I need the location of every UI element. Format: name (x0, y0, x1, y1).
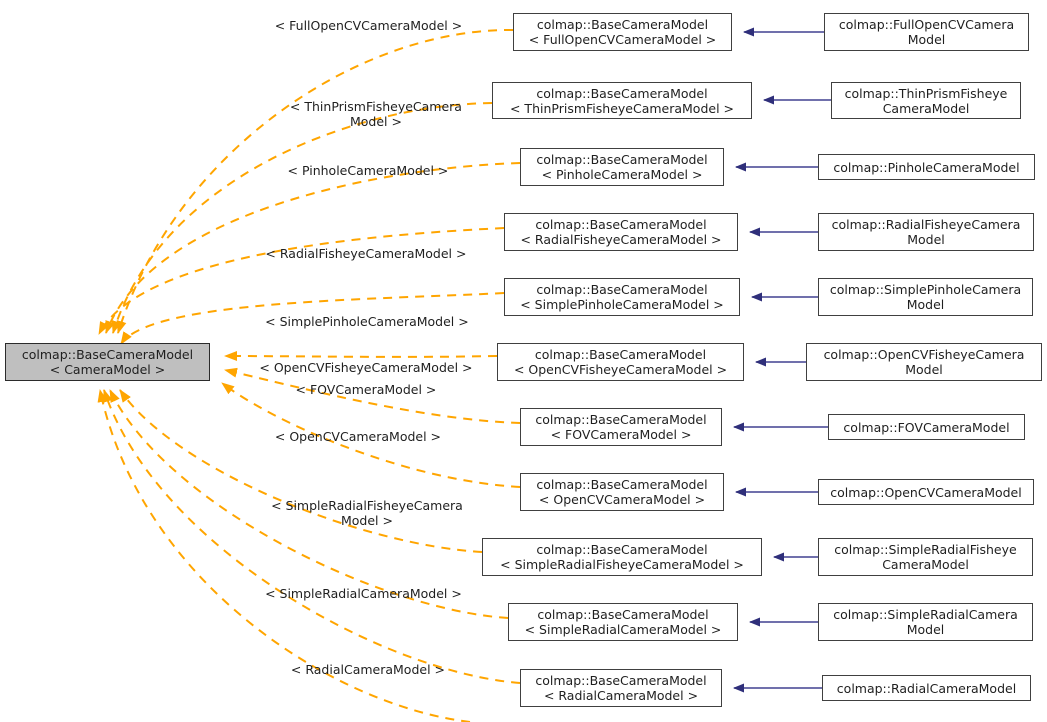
node-line-1: colmap::OpenCVFisheyeCamera (823, 347, 1025, 362)
node-line-1: colmap::BaseCameraModel (21, 347, 194, 362)
edge-label-line-1: < SimplePinholeCameraModel > (265, 314, 469, 329)
node-thinprismfisheyecameramodel[interactable]: colmap::ThinPrismFisheye CameraModel (831, 82, 1021, 119)
edge-label-opencvcameramodel: < OpenCVCameraModel > (230, 414, 470, 459)
node-line-1: colmap::BaseCameraModel (535, 217, 707, 232)
node-line-1: colmap::SimplePinholeCamera (829, 282, 1022, 297)
edge-label-line-2: Model > (349, 114, 402, 129)
edge-label-line-1: < PinholeCameraModel > (287, 163, 449, 178)
node-fovcameramodel[interactable]: colmap::FOVCameraModel (828, 414, 1025, 440)
node-line-2: < OpenCVFisheyeCameraModel > (513, 362, 728, 377)
edge-label-line-2: Model > (340, 513, 393, 528)
node-line-1: colmap::BaseCameraModel (536, 152, 708, 167)
node-line-1: colmap::PinholeCameraModel (833, 159, 1020, 175)
node-line-2: < RadialCameraModel > (543, 688, 699, 703)
node-line-2: < OpenCVCameraModel > (538, 492, 706, 507)
node-line-2: < SimpleRadialFisheyeCameraModel > (500, 557, 744, 572)
node-line-2: CameraModel (882, 100, 970, 116)
edge-label-radialfisheyecameramodel: < RadialFisheyeCameraModel > (228, 231, 488, 276)
node-base-fov[interactable]: colmap::BaseCameraModel < FOVCameraModel… (520, 408, 722, 446)
node-pinholecameramodel[interactable]: colmap::PinholeCameraModel (818, 154, 1035, 180)
edge-label-simpleradialfisheyecameramodel: < SimpleRadialFisheyeCamera Model > (228, 483, 490, 543)
node-line-1: colmap::BaseCameraModel (535, 412, 707, 427)
edge-label-radialcameramodel: < RadialCameraModel > (240, 647, 480, 692)
node-opencvcameramodel[interactable]: colmap::OpenCVCameraModel (818, 479, 1034, 505)
edge-label-fullopencvcameramodel: < FullOpenCVCameraModel > (243, 3, 478, 48)
node-line-1: colmap::RadialFisheyeCamera (831, 217, 1021, 232)
node-simplepinholecameramodel[interactable]: colmap::SimplePinholeCamera Model (818, 278, 1033, 316)
node-line-1: colmap::BaseCameraModel (536, 542, 708, 557)
node-line-1: colmap::BaseCameraModel (534, 347, 707, 362)
node-base-fullopencv[interactable]: colmap::BaseCameraModel < FullOpenCVCame… (513, 13, 732, 51)
node-base-simplepinhole[interactable]: colmap::BaseCameraModel < SimplePinholeC… (504, 278, 740, 316)
node-base-pinhole[interactable]: colmap::BaseCameraModel < PinholeCameraM… (520, 148, 724, 186)
node-line-2: < FullOpenCVCameraModel > (528, 32, 717, 47)
edge-label-line-1: < RadialCameraModel > (290, 662, 445, 677)
node-line-2: Model (907, 232, 945, 247)
node-line-1: colmap::BaseCameraModel (535, 673, 707, 688)
node-line-2: < FOVCameraModel > (550, 427, 692, 442)
node-root-base-camera-model[interactable]: colmap::BaseCameraModel < CameraModel > (5, 343, 210, 381)
edge-label-fovcameramodel: < FOVCameraModel > (228, 367, 488, 412)
node-base-opencv[interactable]: colmap::BaseCameraModel < OpenCVCameraMo… (520, 473, 724, 511)
node-line-1: colmap::FOVCameraModel (843, 419, 1010, 435)
edge-label-simplepinholecameramodel: < SimplePinholeCameraModel > (228, 299, 490, 344)
node-base-simpleradial[interactable]: colmap::BaseCameraModel < SimpleRadialCa… (508, 603, 738, 641)
edge-label-thinprismfisheyecameramodel: < ThinPrismFisheyeCamera Model > (248, 84, 488, 144)
node-line-2: < SimpleRadialCameraModel > (524, 622, 722, 637)
node-line-1: colmap::ThinPrismFisheye (844, 85, 1008, 101)
node-line-2: < RadialFisheyeCameraModel > (520, 232, 722, 247)
node-line-1: colmap::SimpleRadialCamera (833, 607, 1018, 622)
node-line-2: Model (906, 297, 945, 312)
node-line-1: colmap::FullOpenCVCamera (838, 17, 1015, 32)
node-base-thinprismfisheye[interactable]: colmap::BaseCameraModel < ThinPrismFishe… (492, 82, 752, 119)
node-line-1: colmap::OpenCVCameraModel (830, 484, 1022, 500)
node-line-2: CameraModel (882, 557, 969, 572)
node-line-1: colmap::RadialCameraModel (836, 680, 1017, 696)
node-line-1: colmap::BaseCameraModel (537, 607, 709, 622)
edge-label-line-1: < SimpleRadialFisheyeCamera (271, 498, 463, 513)
edge-label-line-1: < ThinPrismFisheyeCamera (289, 99, 462, 114)
node-base-radial[interactable]: colmap::BaseCameraModel < RadialCameraMo… (520, 669, 722, 707)
node-opencvfisheyecameramodel[interactable]: colmap::OpenCVFisheyeCamera Model (806, 343, 1042, 381)
edge-label-line-1: < OpenCVCameraModel > (274, 429, 442, 444)
node-line-2: Model (905, 362, 943, 377)
node-base-simpleradialfisheye[interactable]: colmap::BaseCameraModel < SimpleRadialFi… (482, 538, 762, 576)
node-base-opencvfisheye[interactable]: colmap::BaseCameraModel < OpenCVFisheyeC… (497, 343, 744, 381)
node-line-2: < PinholeCameraModel > (541, 167, 703, 182)
edge-label-line-1: < OpenCVFisheyeCameraModel > (259, 360, 473, 375)
edge-label-line-1: < SimpleRadialCameraModel > (265, 586, 462, 601)
edge-label-opencvfisheyecameramodel: < OpenCVFisheyeCameraModel > (228, 345, 488, 390)
node-line-1: colmap::BaseCameraModel (536, 17, 709, 32)
node-line-2: < CameraModel > (49, 362, 166, 377)
edge-label-line-1: < FOVCameraModel > (295, 382, 437, 397)
edge-label-simpleradialcameramodel: < SimpleRadialCameraModel > (228, 571, 483, 616)
node-line-1: colmap::SimpleRadialFisheye (834, 542, 1017, 557)
node-line-2: < SimplePinholeCameraModel > (520, 297, 724, 312)
edge-label-line-1: < FullOpenCVCameraModel > (274, 18, 463, 33)
node-line-1: colmap::BaseCameraModel (536, 282, 708, 297)
edge-label-line-1: < RadialFisheyeCameraModel > (265, 246, 467, 261)
node-line-2: < ThinPrismFisheyeCameraModel > (509, 100, 735, 116)
node-line-2: Model (906, 622, 945, 637)
node-line-1: colmap::BaseCameraModel (536, 477, 708, 492)
node-fullopencvcameramodel[interactable]: colmap::FullOpenCVCamera Model (824, 13, 1029, 51)
node-radialcameramodel[interactable]: colmap::RadialCameraModel (822, 675, 1031, 701)
node-base-radialfisheye[interactable]: colmap::BaseCameraModel < RadialFisheyeC… (504, 213, 738, 251)
node-line-1: colmap::BaseCameraModel (536, 85, 708, 101)
node-simpleradialcameramodel[interactable]: colmap::SimpleRadialCamera Model (818, 603, 1033, 641)
node-line-2: Model (907, 32, 946, 47)
edge-label-pinholecameramodel: < PinholeCameraModel > (245, 148, 475, 193)
node-radialfisheyecameramodel[interactable]: colmap::RadialFisheyeCamera Model (818, 213, 1034, 251)
node-simpleradialfisheyecameramodel[interactable]: colmap::SimpleRadialFisheye CameraModel (818, 538, 1033, 576)
